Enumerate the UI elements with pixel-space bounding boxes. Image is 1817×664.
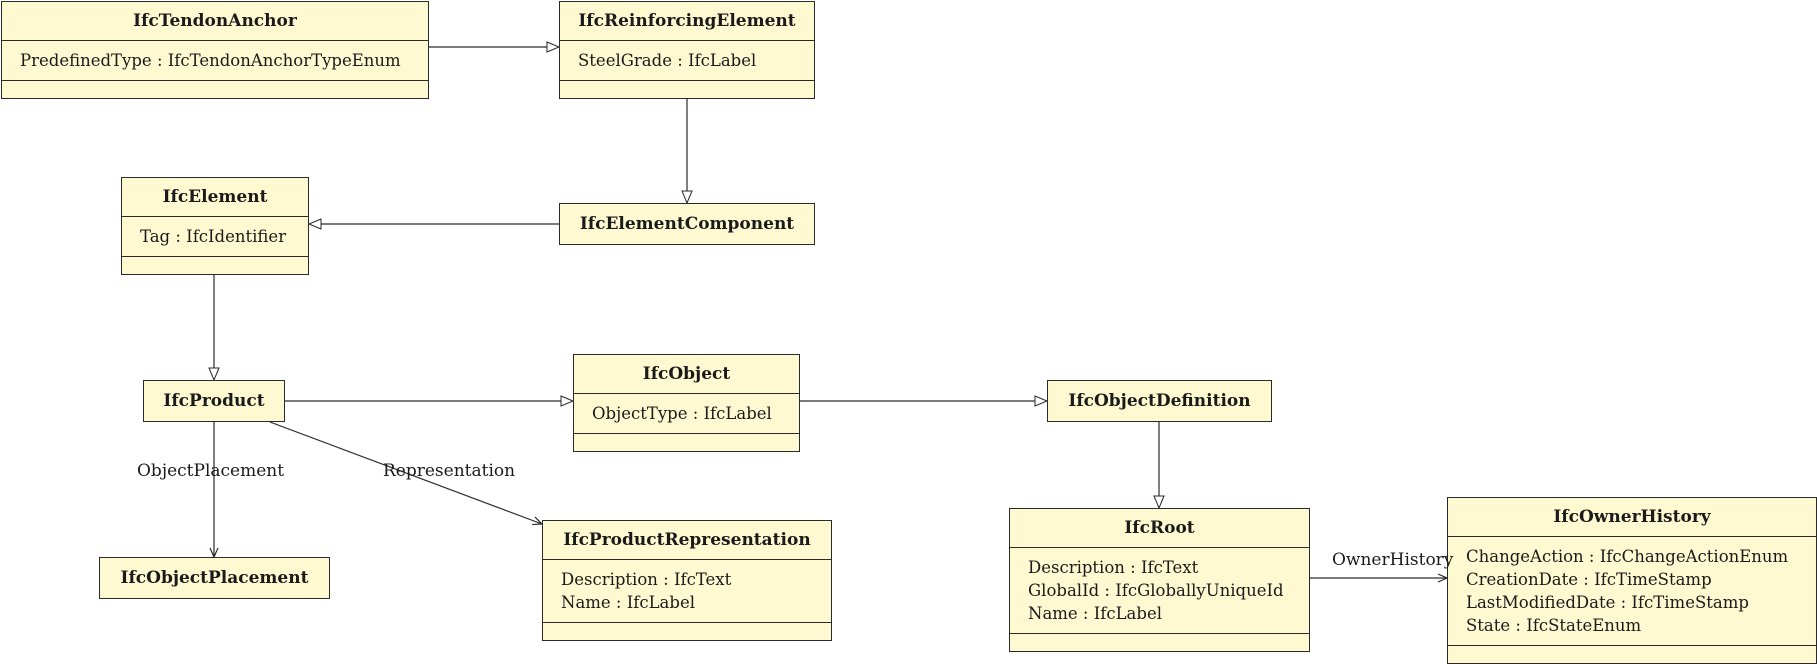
attribute: Name : IfcLabel	[561, 593, 695, 612]
class-name: IfcObject	[574, 355, 799, 394]
class-ifctendonanchor[interactable]: IfcTendonAnchor PredefinedType : IfcTend…	[1, 1, 429, 99]
class-ifcelement[interactable]: IfcElement Tag : IfcIdentifier	[121, 177, 309, 275]
class-name: IfcElement	[122, 178, 308, 217]
class-name: IfcObjectDefinition	[1068, 391, 1251, 411]
class-ifcobjectdefinition[interactable]: IfcObjectDefinition	[1047, 380, 1272, 422]
class-attributes: ChangeAction : IfcChangeActionEnum Creat…	[1448, 537, 1816, 646]
class-ifcproduct[interactable]: IfcProduct	[143, 380, 285, 422]
class-attributes: Description : IfcText GlobalId : IfcGlob…	[1010, 548, 1309, 634]
label-objectplacement: ObjectPlacement	[137, 461, 285, 481]
class-attributes: ObjectType : IfcLabel	[574, 394, 799, 434]
class-ifcreinforcingelement[interactable]: IfcReinforcingElement SteelGrade : IfcLa…	[559, 1, 815, 99]
attribute: Description : IfcText	[1028, 558, 1199, 577]
class-operations	[2, 81, 428, 98]
class-name: IfcProductRepresentation	[543, 521, 831, 560]
label-ownerhistory: OwnerHistory	[1332, 550, 1454, 570]
attribute: LastModifiedDate : IfcTimeStamp	[1466, 593, 1749, 612]
class-attributes: Tag : IfcIdentifier	[122, 217, 308, 257]
class-name: IfcObjectPlacement	[120, 568, 309, 588]
class-attributes: Description : IfcText Name : IfcLabel	[543, 560, 831, 623]
attribute: Name : IfcLabel	[1028, 604, 1162, 623]
class-operations	[122, 257, 308, 274]
class-ifcobjectplacement[interactable]: IfcObjectPlacement	[99, 557, 330, 599]
class-name: IfcRoot	[1010, 509, 1309, 548]
attribute: ObjectType : IfcLabel	[592, 404, 772, 423]
attribute: PredefinedType : IfcTendonAnchorTypeEnum	[20, 51, 401, 70]
class-ifcownerhistory[interactable]: IfcOwnerHistory ChangeAction : IfcChange…	[1447, 497, 1817, 664]
attribute: Description : IfcText	[561, 570, 732, 589]
class-name: IfcElementComponent	[579, 214, 795, 234]
class-ifcelementcomponent[interactable]: IfcElementComponent	[559, 203, 815, 245]
attribute: SteelGrade : IfcLabel	[578, 51, 757, 70]
class-operations	[560, 81, 814, 98]
class-name: IfcReinforcingElement	[560, 2, 814, 41]
class-ifcroot[interactable]: IfcRoot Description : IfcText GlobalId :…	[1009, 508, 1310, 652]
class-attributes: SteelGrade : IfcLabel	[560, 41, 814, 81]
attribute: State : IfcStateEnum	[1466, 616, 1642, 635]
class-ifcproductrepresentation[interactable]: IfcProductRepresentation Description : I…	[542, 520, 832, 641]
attribute: GlobalId : IfcGloballyUniqueId	[1028, 581, 1284, 600]
class-name: IfcTendonAnchor	[2, 2, 428, 41]
class-operations	[574, 434, 799, 451]
attribute: CreationDate : IfcTimeStamp	[1466, 570, 1712, 589]
class-name: IfcProduct	[163, 391, 265, 411]
class-ifcobject[interactable]: IfcObject ObjectType : IfcLabel	[573, 354, 800, 452]
class-attributes: PredefinedType : IfcTendonAnchorTypeEnum	[2, 41, 428, 81]
label-representation: Representation	[383, 461, 516, 481]
edge-product-representation	[269, 421, 544, 526]
class-name: IfcOwnerHistory	[1448, 498, 1816, 537]
class-operations	[1448, 646, 1816, 663]
class-operations	[1010, 634, 1309, 651]
attribute: ChangeAction : IfcChangeActionEnum	[1466, 547, 1789, 566]
attribute: Tag : IfcIdentifier	[140, 227, 287, 246]
class-operations	[543, 623, 831, 640]
